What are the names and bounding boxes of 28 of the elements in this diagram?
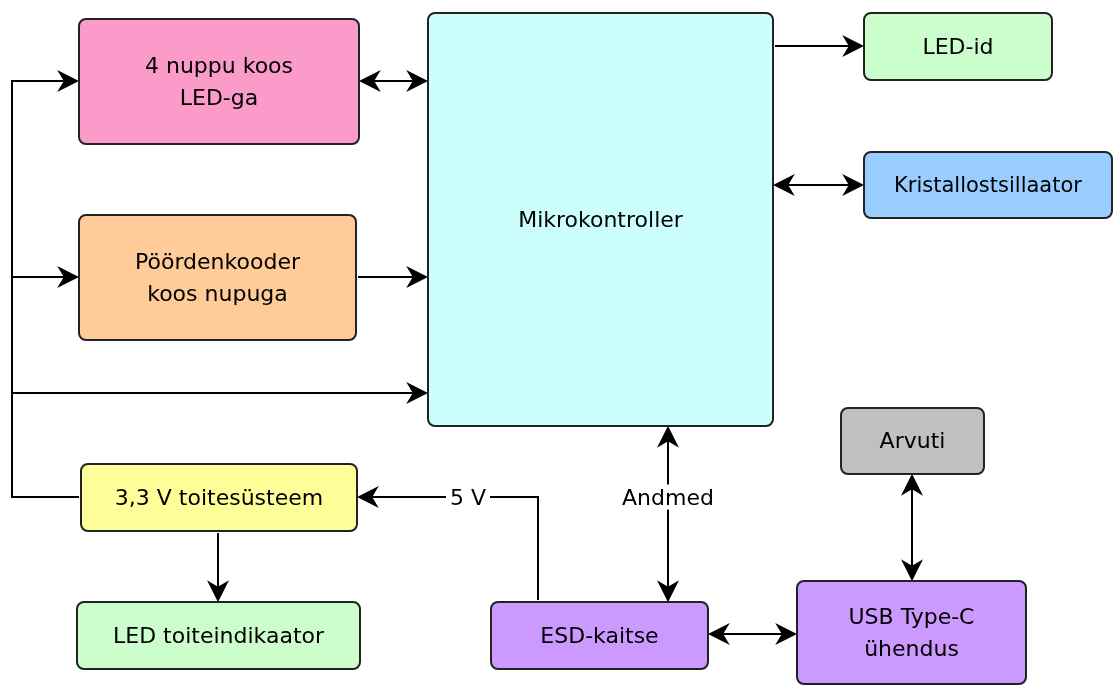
process-box	[78, 214, 357, 341]
process-box	[863, 151, 1113, 219]
arrow	[358, 70, 429, 92]
process-box	[80, 463, 358, 532]
box-label: 4 nuppu koos LED-ga	[144, 51, 294, 112]
box-label: Kristallostsillaator	[894, 171, 1082, 199]
arrow	[357, 266, 429, 288]
process-box	[78, 18, 360, 145]
process-box	[490, 601, 709, 670]
arrow	[707, 623, 798, 645]
process-box	[840, 407, 985, 475]
process-box	[427, 12, 774, 427]
box-label: LED-id	[922, 32, 994, 61]
box-label: 3,3 V toitesüsteem	[114, 483, 324, 512]
process-box	[76, 601, 361, 670]
box-label: Pöördenkooder koos nupuga	[134, 247, 301, 308]
process-box	[863, 12, 1053, 81]
box-label: Arvuti	[879, 427, 946, 456]
arrow	[901, 473, 923, 582]
process-box	[796, 580, 1027, 685]
box-label: Mikrokontroller	[518, 205, 683, 234]
box-label: LED toiteindikaator	[113, 621, 324, 650]
box-label: ESD-kaitse	[540, 621, 659, 650]
box-label: USB Type-C ühendus	[847, 602, 976, 663]
arrow	[772, 174, 865, 196]
arrow	[207, 532, 229, 603]
arrow	[11, 382, 429, 498]
arrow	[774, 35, 865, 57]
